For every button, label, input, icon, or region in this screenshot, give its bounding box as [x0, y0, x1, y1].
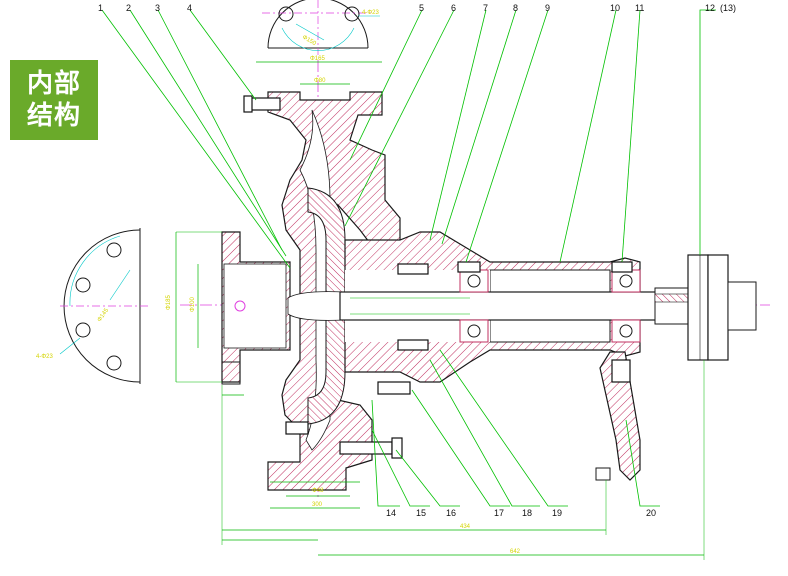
- badge-line-2: 结构: [26, 101, 81, 131]
- leader-lines-bottom: [371, 349, 660, 507]
- foot-width-label: Φ48: [312, 488, 324, 494]
- callout-8: 8: [513, 3, 518, 13]
- callout-2: 2: [126, 3, 131, 13]
- callout-6: 6: [451, 3, 456, 13]
- left-bolt-circle-label: Φ145: [97, 307, 111, 323]
- callout-16: 16: [446, 508, 456, 518]
- inlet-flange: [221, 231, 291, 385]
- callout-9: 9: [545, 3, 550, 13]
- callout-numbers-bottom: 14 15 16 17 18 19 20: [386, 508, 656, 518]
- callout-13: (13): [720, 3, 736, 13]
- inlet-od-label: Φ185: [166, 295, 172, 310]
- outlet-flange-od-label: Φ165: [310, 56, 325, 62]
- callout-numbers-top: 1 2 3 4 5 6 7 8 9 10 11 12 (13): [98, 3, 736, 13]
- dimension-lines: Φ165 Φ80 Φ185 Φ100 Φ48 300 434 642: [166, 56, 705, 560]
- outlet-bore-label: Φ80: [314, 78, 326, 84]
- bearings: [459, 269, 641, 343]
- callout-14: 14: [386, 508, 396, 518]
- base-width-label: 300: [312, 502, 323, 508]
- left-flange-view: 4-Φ23 Φ145: [36, 228, 150, 384]
- callout-10: 10: [610, 3, 620, 13]
- top-flange-view: 4-Φ23 Φ150: [262, 0, 380, 55]
- callout-3: 3: [155, 3, 160, 13]
- left-holes-label: 4-Φ23: [36, 354, 53, 360]
- coupling: [687, 254, 757, 361]
- leader-lines-top: [101, 9, 716, 269]
- top-flange-holes-label: 4-Φ23: [362, 10, 379, 16]
- callout-17: 17: [494, 508, 504, 518]
- callout-15: 15: [416, 508, 426, 518]
- overall-1-label: 434: [460, 524, 471, 530]
- shaft: [339, 287, 701, 325]
- callout-4: 4: [187, 3, 192, 13]
- callout-5: 5: [419, 3, 424, 13]
- callout-19: 19: [552, 508, 562, 518]
- badge-line-1: 内部: [26, 69, 81, 99]
- callout-18: 18: [522, 508, 532, 518]
- callout-1: 1: [98, 3, 103, 13]
- inlet-bore-label: Φ100: [190, 297, 196, 312]
- top-bolt-circle-label: Φ150: [301, 35, 317, 48]
- callout-11: 11: [635, 3, 644, 13]
- callout-12: 12: [705, 3, 715, 13]
- bolts: [243, 95, 633, 459]
- callout-20: 20: [646, 508, 656, 518]
- callout-7: 7: [483, 3, 488, 13]
- overall-2-label: 642: [510, 549, 521, 555]
- section-badge: 内部 结构: [10, 60, 98, 140]
